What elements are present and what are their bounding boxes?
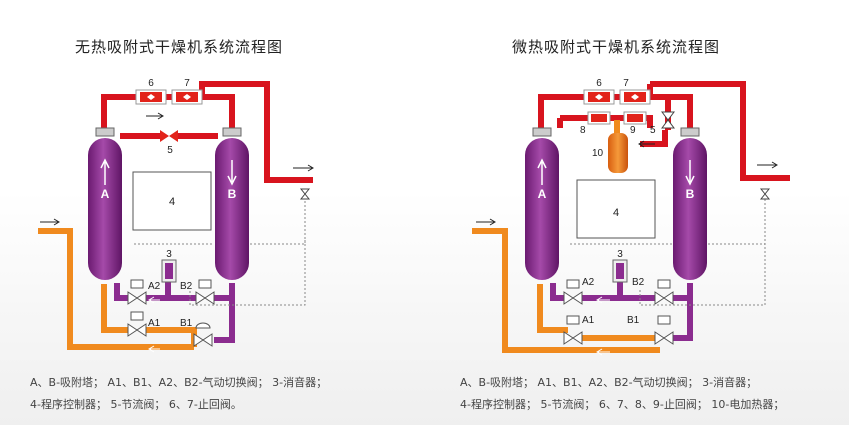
svg-text:A1: A1 <box>148 318 161 329</box>
left-legend-line1: A、B-吸附塔； A1、B1、A2、B2-气动切换阀； 3-消音器； <box>30 376 328 389</box>
valve-b1 <box>654 315 674 345</box>
left-title: 无热吸附式干燥机系统流程图 <box>75 38 284 56</box>
svg-text:6: 6 <box>596 78 602 89</box>
throttle-valve <box>160 130 178 142</box>
svg-text:A: A <box>538 187 547 201</box>
ball-valve-icon <box>299 188 311 200</box>
program-controller <box>132 171 212 231</box>
check-valve-6 <box>135 89 167 105</box>
left-diagram: A B 4 3 6 7 5 A2 <box>38 78 314 353</box>
svg-text:10: 10 <box>592 148 604 159</box>
right-purple-pipes <box>550 282 693 341</box>
check-valve-7 <box>619 89 651 105</box>
valve-a1 <box>127 311 147 337</box>
svg-text:5: 5 <box>167 145 173 156</box>
valve-b2 <box>654 279 674 305</box>
valve-a1 <box>563 315 583 345</box>
right-legend-line1: A、B-吸附塔； A1、B1、A2、B2-气动切换阀； 3-消音器； <box>460 376 758 389</box>
left-legend-line2: 4-程序控制器； 5-节流阀； 6、7-止回阀。 <box>30 398 242 411</box>
tower-a-label: A <box>101 187 110 201</box>
svg-text:A2: A2 <box>582 277 595 288</box>
silencer-label: 3 <box>166 249 172 260</box>
check-valve-6 <box>583 89 615 105</box>
right-red-pipes <box>538 81 790 181</box>
down-arrow-icon <box>685 160 695 186</box>
valve-b2 <box>195 279 215 305</box>
svg-text:7: 7 <box>623 78 629 89</box>
svg-text:B1: B1 <box>627 315 640 326</box>
tower-a <box>88 138 122 280</box>
check-valve-8 <box>587 111 611 125</box>
tower-b-label: B <box>228 187 237 201</box>
right-legend-line2: 4-程序控制器； 5-节流阀； 6、7、8、9-止回阀； 10-电加热器； <box>460 398 785 411</box>
ball-valve-icon <box>759 188 771 200</box>
svg-text:B2: B2 <box>632 277 645 288</box>
down-arrow-icon <box>227 160 237 186</box>
inlet-arrow-icon <box>476 218 496 226</box>
left-purple-pipes <box>114 282 235 343</box>
check-valve-7 <box>171 89 203 105</box>
program-controller <box>576 179 656 239</box>
svg-text:A2: A2 <box>148 281 161 292</box>
svg-text:9: 9 <box>630 125 636 136</box>
svg-text:6: 6 <box>148 78 154 89</box>
right-diagram: A B 4 10 3 6 7 8 9 <box>472 78 790 356</box>
svg-text:B1: B1 <box>180 318 193 329</box>
left-red-pipes <box>101 81 313 183</box>
tower-b <box>673 138 707 280</box>
svg-text:8: 8 <box>580 125 586 136</box>
right-title: 微热吸附式干燥机系统流程图 <box>512 38 721 56</box>
svg-text:3: 3 <box>617 249 623 260</box>
valve-b1 <box>193 322 213 347</box>
right-orange-pipes <box>472 120 660 353</box>
svg-text:4: 4 <box>613 207 619 219</box>
valve-a2 <box>127 279 147 305</box>
outlet-arrow-icon <box>757 161 778 169</box>
right-control-lines <box>570 196 766 306</box>
check-valve-9 <box>623 111 647 125</box>
svg-text:7: 7 <box>184 78 190 89</box>
tower-b <box>215 138 249 280</box>
svg-text:B2: B2 <box>180 281 193 292</box>
svg-text:B: B <box>686 187 695 201</box>
electric-heater <box>608 133 628 173</box>
outlet-arrow-icon <box>293 164 314 172</box>
svg-text:A1: A1 <box>582 315 595 326</box>
inlet-arrow-icon <box>40 218 60 226</box>
up-arrow-icon <box>537 158 547 185</box>
left-control-lines <box>134 196 306 306</box>
svg-text:5: 5 <box>650 125 656 136</box>
tower-a <box>525 138 559 280</box>
throttle-valve <box>661 111 675 129</box>
valve-a2 <box>563 279 583 305</box>
up-arrow-icon <box>100 158 110 185</box>
controller-label: 4 <box>169 196 175 208</box>
